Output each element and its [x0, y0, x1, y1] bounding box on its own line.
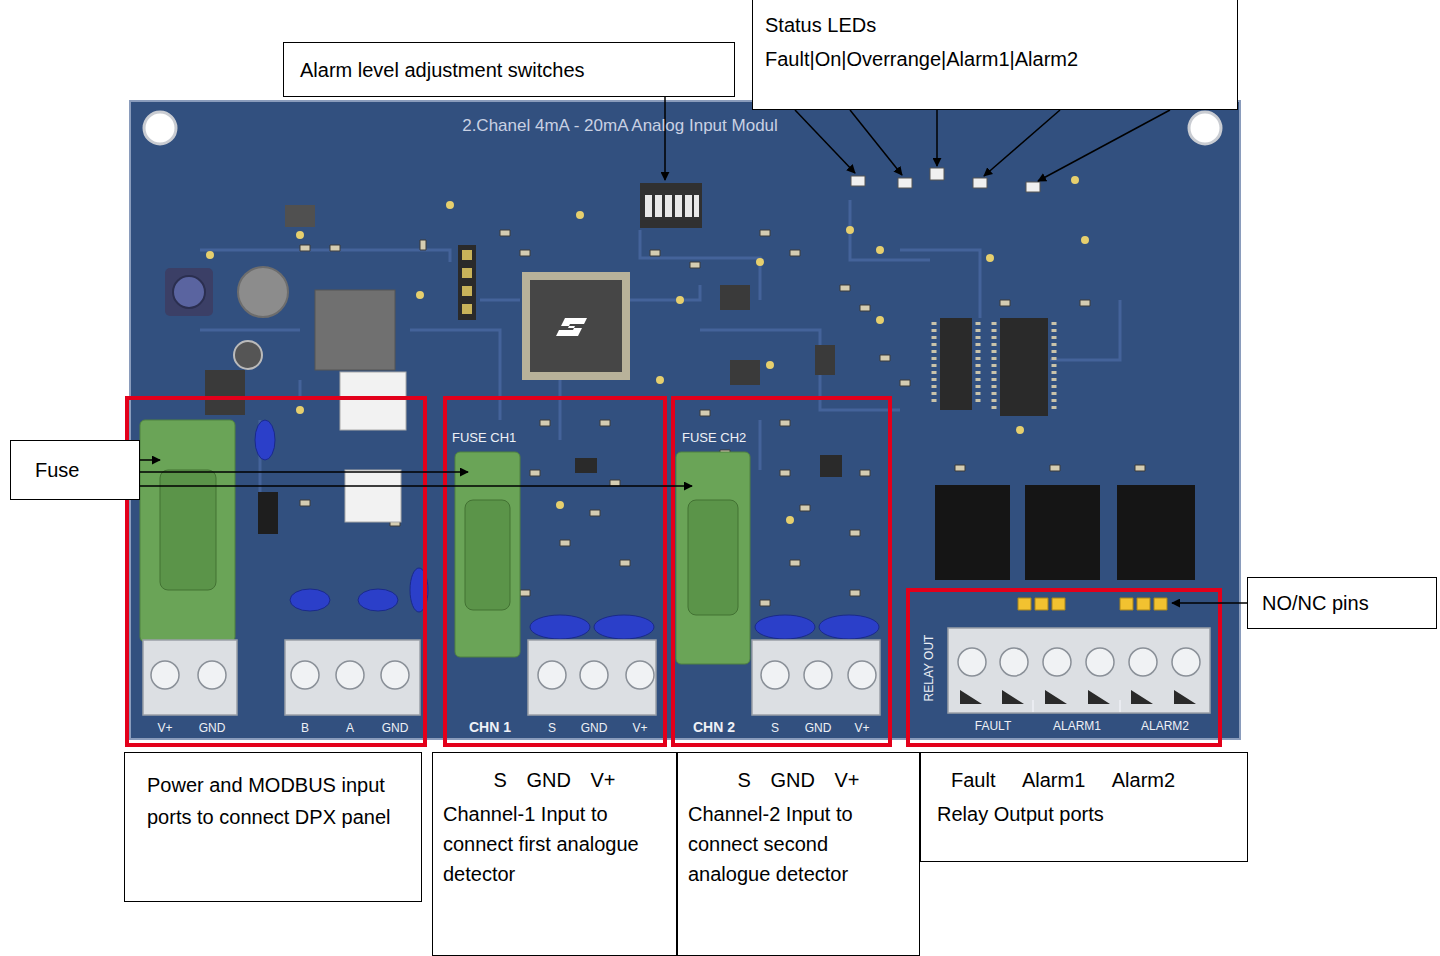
- leader-line: [850, 110, 902, 175]
- callout-text: Power and MODBUS input ports to connect …: [147, 769, 399, 833]
- leader-line: [140, 459, 160, 461]
- ic-chip: [205, 370, 245, 415]
- leader-line: [140, 471, 468, 473]
- callout-text: Fault|On|Overrange|Alarm1|Alarm2: [765, 46, 1225, 72]
- status-leds: [851, 168, 1040, 192]
- callout-text: NO/NC pins: [1262, 590, 1422, 616]
- ic-chip: [815, 345, 835, 375]
- dip-levers: [645, 195, 699, 217]
- leader-line: [795, 110, 855, 173]
- power-ic: [315, 290, 395, 370]
- electrolytic-capacitor: [234, 341, 262, 369]
- callout-box: Fuse: [10, 440, 140, 500]
- callout-text: Alarm level adjustment switches: [300, 57, 718, 83]
- callout-text: Status LEDs: [765, 12, 1225, 38]
- callout-box: NO/NC pins: [1247, 577, 1437, 629]
- soic-chip: [940, 318, 972, 410]
- leader-line: [1172, 602, 1247, 604]
- silkscreen-label: GND: [382, 722, 409, 734]
- silkscreen-label: FAULT: [975, 720, 1011, 732]
- inductor-core: [173, 276, 205, 308]
- fuse-body: [465, 500, 510, 610]
- st-logo: [556, 318, 587, 336]
- silkscreen-label: V+: [157, 722, 172, 734]
- silkscreen-label: V+: [854, 722, 869, 734]
- fuse-body: [688, 500, 738, 615]
- header-pins: [462, 250, 472, 314]
- mcu-chip: [530, 280, 622, 372]
- ic-chip: [720, 285, 750, 310]
- silkscreen-label: CHN 1: [469, 720, 511, 734]
- silkscreen-label: V+: [632, 722, 647, 734]
- callout-box: Alarm level adjustment switches: [283, 42, 735, 97]
- callout-text: Channel-2 Input to connect second analog…: [688, 799, 909, 889]
- highlight-box: [445, 398, 665, 745]
- regulator: [340, 372, 406, 430]
- callout-box: S GND V+ Channel-2 Input to connect secon…: [677, 752, 920, 956]
- silkscreen-label: GND: [199, 722, 226, 734]
- silkscreen-label: GND: [805, 722, 832, 734]
- terminal-wedges: [960, 690, 1196, 704]
- leader-line: [140, 485, 692, 487]
- inductor: [165, 268, 213, 316]
- callout-box: Power and MODBUS input ports to connect …: [124, 752, 422, 902]
- soic-chip: [1000, 318, 1048, 416]
- highlight-box: [127, 398, 425, 745]
- silkscreen-label: ALARM2: [1141, 720, 1189, 732]
- callout-box: Status LEDsFault|On|Overrange|Alarm1|Ala…: [752, 0, 1238, 110]
- callout-text: Channel-1 Input to connect first analogu…: [443, 799, 666, 889]
- jumper-pins: [1018, 598, 1167, 610]
- leader-line: [984, 110, 1060, 176]
- silkscreen-label: CHN 2: [693, 720, 735, 734]
- silkscreen-label: RELAY OUT: [923, 635, 935, 702]
- terminal-blocks: [143, 628, 1210, 715]
- regulator: [345, 470, 401, 522]
- mcu-pins: [522, 272, 630, 380]
- blue-capacitors: [255, 420, 879, 639]
- ic-chip: [575, 458, 597, 473]
- dip-switch: [640, 183, 702, 228]
- silkscreen-label: B: [301, 722, 309, 734]
- fuse-holder: [455, 452, 520, 657]
- callout-text: Fault Alarm1 Alarm2: [937, 767, 1231, 793]
- mounting-hole: [144, 112, 176, 144]
- silkscreen-label: 2.Chanel 4mA - 20mA Analog Input Modul: [462, 117, 778, 134]
- pcb-board: [130, 101, 1240, 739]
- fuse-body: [160, 470, 216, 590]
- silkscreen-label: GND: [581, 722, 608, 734]
- fuse-holder: [676, 452, 750, 664]
- silkscreen-label: S: [548, 722, 556, 734]
- terminal-screws: [151, 648, 1200, 689]
- silkscreen-label: A: [346, 722, 354, 734]
- silkscreen-label: FUSE CH1: [452, 431, 516, 444]
- capacitor-can: [238, 267, 288, 317]
- mounting-hole: [1189, 112, 1221, 144]
- ic-chip: [285, 205, 315, 227]
- silk-dividers: [1033, 700, 1120, 712]
- callout-text: Relay Output ports: [937, 801, 1231, 827]
- callout-text: S GND V+: [688, 767, 909, 793]
- diode: [258, 492, 278, 534]
- silkscreen-label: FUSE CH2: [682, 431, 746, 444]
- silkscreen-label: S: [771, 722, 779, 734]
- callout-box: S GND V+ Channel-1 Input to connect first…: [432, 752, 677, 956]
- relays: [935, 485, 1195, 580]
- leader-line: [1038, 110, 1170, 181]
- callout-text: Fuse: [35, 457, 115, 483]
- leader-line: [664, 97, 666, 180]
- highlight-box: [673, 398, 890, 745]
- ic-chip: [730, 360, 760, 385]
- ic-chip: [820, 455, 842, 477]
- pin-header: [458, 245, 476, 320]
- leader-line: [936, 110, 938, 166]
- callout-box: Fault Alarm1 Alarm2Relay Output ports: [920, 752, 1248, 862]
- callout-text: S GND V+: [443, 767, 666, 793]
- chip-pins: [934, 322, 1054, 412]
- fuse-holder: [140, 420, 235, 642]
- silkscreen-label: ALARM1: [1053, 720, 1101, 732]
- highlight-box: [908, 590, 1220, 745]
